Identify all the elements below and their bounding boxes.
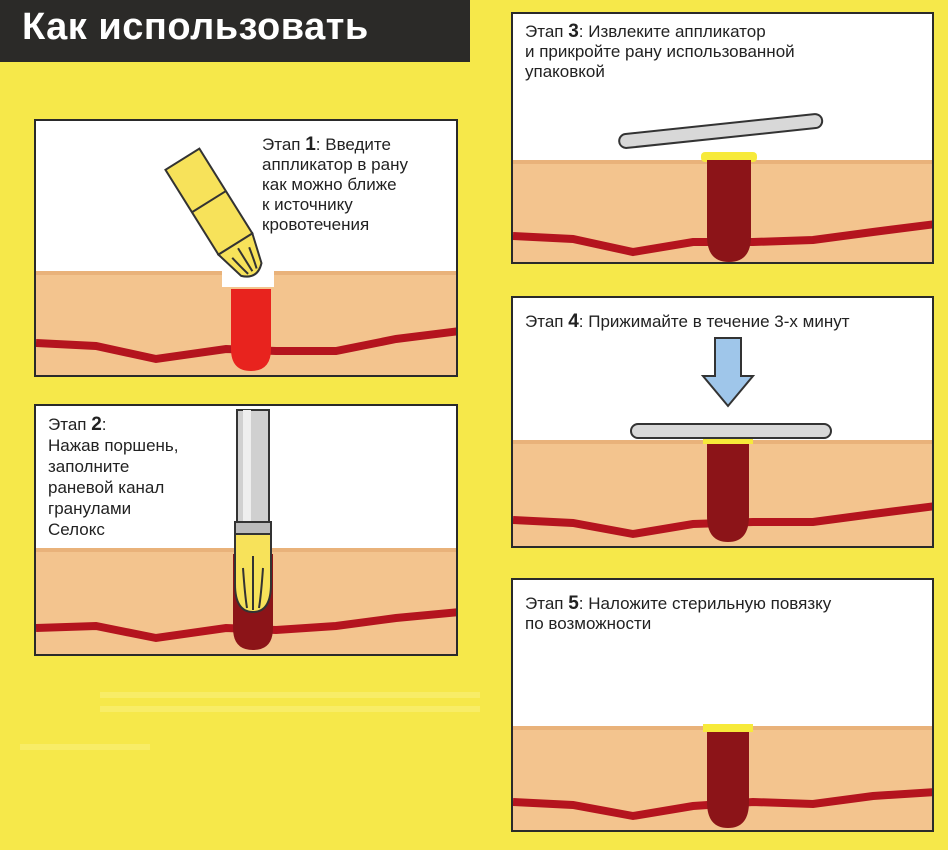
granules-top — [703, 436, 753, 444]
step-1-panel: Этап 1: Введите аппликатор в рану как мо… — [34, 119, 458, 377]
decorative-stripe — [100, 706, 480, 712]
package-pressed — [630, 423, 832, 439]
step-2-caption: Этап 2: Нажав поршень, заполните раневой… — [48, 414, 179, 539]
step-2-illustration — [36, 409, 456, 654]
step-3-illustration — [513, 113, 932, 262]
used-package — [618, 113, 824, 149]
step-5-caption: Этап 5: Наложите стерильную повязку по в… — [525, 593, 832, 634]
wound-channel-clot — [707, 444, 749, 542]
wound-channel-clot — [707, 160, 751, 262]
step-2-panel: Этап 2: Нажав поршень, заполните раневой… — [34, 404, 458, 656]
step-4-panel: Этап 4: Прижимайте в течение 3-х минут — [511, 296, 934, 548]
step-5-panel: Этап 5: Наложите стерильную повязку по в… — [511, 578, 934, 832]
step-4-illustration — [513, 337, 932, 546]
granules-top — [701, 152, 757, 162]
wound-opening — [222, 269, 274, 287]
plunger — [236, 409, 270, 533]
page-title: Как использовать — [22, 6, 369, 48]
granules-top — [703, 724, 753, 732]
title-bar: Как использовать — [0, 0, 470, 62]
step-5-illustration — [513, 724, 932, 830]
wound-channel-clot — [707, 732, 749, 828]
applicator — [164, 147, 263, 278]
step-3-panel: Этап 3: Извлеките аппликатор и прикройте… — [511, 12, 934, 264]
decorative-stripe — [20, 744, 150, 750]
step-1-illustration — [36, 147, 456, 375]
step-3-caption: Этап 3: Извлеките аппликатор и прикройте… — [525, 21, 795, 82]
wound-channel-blood — [231, 289, 271, 371]
step-1-caption: Этап 1: Введите аппликатор в рану как мо… — [262, 134, 408, 235]
applicator-tip — [216, 231, 263, 278]
down-arrow-icon — [700, 337, 756, 408]
step-4-caption: Этап 4: Прижимайте в течение 3-х минут — [525, 311, 850, 332]
decorative-stripe — [100, 692, 480, 698]
